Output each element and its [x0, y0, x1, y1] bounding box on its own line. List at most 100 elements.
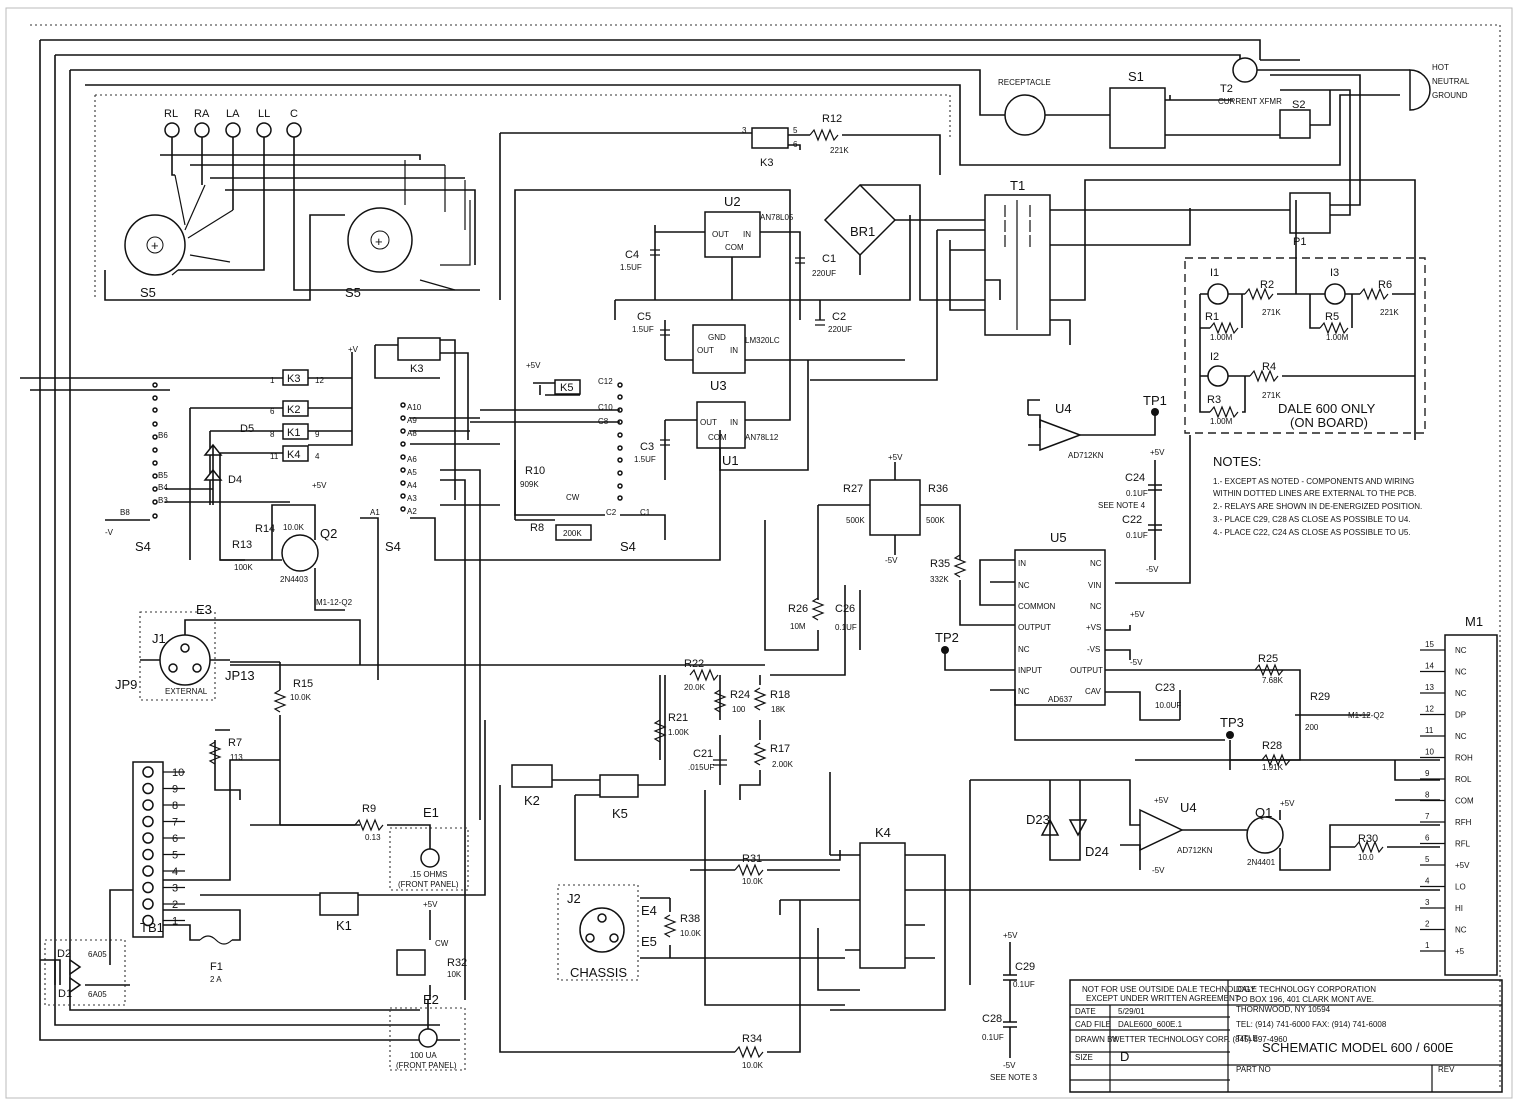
terminal-ra-label: RA: [194, 108, 210, 120]
c26-value: 0.1UF: [835, 623, 857, 632]
r3-value: 1.00M: [1210, 417, 1233, 426]
u4-top-group: U4 AD712KN TP1 C24 0.1UF SEE NOTE 4 C22 …: [1027, 393, 1191, 584]
svg-text:+: +: [375, 234, 383, 249]
hot-label: HOT: [1432, 63, 1449, 72]
svg-text:B3: B3: [158, 496, 168, 505]
t2-coil: [1232, 57, 1258, 83]
tb1-terminal-screw: [142, 799, 154, 811]
svg-text:11: 11: [270, 452, 279, 461]
m1-pin-name: LO: [1455, 883, 1466, 892]
d2-diode: [69, 958, 82, 976]
r2-label: R2: [1260, 279, 1274, 291]
r12-label: R12: [822, 113, 842, 125]
c22-note: SEE NOTE 4: [1098, 501, 1146, 510]
svg-text:VIN: VIN: [1088, 581, 1102, 590]
c5-label: C5: [637, 311, 651, 323]
k4-group: K4: [779, 772, 1440, 1011]
terminal-rl: RL: [164, 108, 180, 176]
tb1-terminal-screw: [142, 832, 154, 844]
k1-label: K1: [336, 918, 352, 933]
k3-lower-relay: [397, 337, 441, 361]
notice-2: EXCEPT UNDER WRITTEN AGREEMENT: [1086, 994, 1240, 1003]
c22-value: 0.1UF: [1126, 531, 1148, 540]
r26-label: R26: [788, 603, 808, 615]
r30-label: R30: [1358, 833, 1378, 845]
note-2: 2.- RELAYS ARE SHOWN IN DE-ENERGIZED POS…: [1213, 502, 1422, 511]
svg-text:-5V: -5V: [1152, 866, 1165, 875]
c5-value: 1.5UF: [632, 325, 654, 334]
r8-potentiometer: [555, 524, 592, 541]
c23-label: C23: [1155, 682, 1175, 694]
u4-bottom-label: U4: [1180, 800, 1197, 815]
r28-value: 1.91K: [1262, 763, 1284, 772]
tb1-terminal-screw: [142, 865, 154, 877]
svg-text:CAV: CAV: [1085, 687, 1102, 696]
i2-lamp: [1207, 365, 1229, 387]
r7-label: R7: [228, 737, 242, 749]
svg-text:A10: A10: [407, 403, 422, 412]
tb1-pin-number: 6: [172, 833, 178, 845]
svg-text:A6: A6: [407, 455, 417, 464]
svg-text:OUTPUT: OUTPUT: [1018, 623, 1051, 632]
s4-right-group: K5 +5V C12 C10 C8 C2 C1 S4 R10 909K R8 2…: [470, 361, 666, 554]
r1-label: R1: [1205, 311, 1219, 323]
front-input-group: J1 EXTERNAL E3 JP9 JP13 R15 10.0K R22 20…: [115, 602, 794, 826]
bottom-switching-group: K2 K5 R31 10.0K R34 10.0K J2 CHASSIS E4 …: [499, 675, 845, 1070]
svg-text:NC: NC: [1018, 645, 1030, 654]
i3-lamp: [1324, 283, 1346, 305]
s4-right-contacts: [617, 382, 623, 501]
e1-terminal: [420, 848, 440, 868]
r17-label: R17: [770, 743, 790, 755]
partno-label: PART NO: [1236, 1065, 1271, 1074]
svg-text:+5V: +5V: [1280, 799, 1295, 808]
m1-pin-name: HI: [1455, 904, 1463, 913]
c28-value: 0.1UF: [982, 1033, 1004, 1042]
svg-text:+5V: +5V: [1003, 931, 1018, 940]
q1-transistor: [1246, 816, 1284, 854]
f1-label: F1: [210, 961, 223, 973]
d2-label: D2: [57, 948, 71, 960]
i1-label: I1: [1210, 267, 1219, 279]
s2-label: S2: [1292, 99, 1305, 111]
r4-value: 271K: [1262, 391, 1281, 400]
c1-label: C1: [822, 253, 836, 265]
svg-text:K1: K1: [287, 427, 300, 439]
r31-value: 10.0K: [742, 877, 764, 886]
date-label: DATE: [1075, 1007, 1096, 1016]
j2-dotted-box: [557, 884, 639, 981]
f1-value: 2 A: [210, 975, 222, 984]
s4-middle-group: K3 A10 A9 A8 A6 A5 A4 A3 A2 A1 S4: [360, 337, 721, 1000]
svg-text:3: 3: [742, 126, 747, 135]
s4-mid-label: S4: [385, 539, 401, 554]
r10-value: 909K: [520, 480, 539, 489]
r21-value: 1.00K: [668, 728, 690, 737]
u2-label: U2: [724, 194, 741, 209]
i3-label: I3: [1330, 267, 1339, 279]
e4-label: E4: [641, 903, 657, 918]
tb1-pin-number: 9: [172, 784, 178, 796]
c1-value: 220UF: [812, 269, 836, 278]
j1-dotted-box: [139, 611, 216, 701]
d1-label: D1: [58, 988, 72, 1000]
j2-label: J2: [567, 891, 581, 906]
f1-fuse: [199, 935, 233, 945]
r13-label: R13: [232, 539, 252, 551]
tb1-terminal-screw: [142, 898, 154, 910]
r9-label: R9: [362, 803, 376, 815]
r15-value: 10.0K: [290, 693, 312, 702]
svg-text:K3: K3: [287, 373, 300, 385]
terminal-ra: RA: [194, 108, 210, 185]
rev-label: REV: [1438, 1065, 1455, 1074]
tp3-point: [1226, 731, 1234, 739]
r12-resistor: [809, 128, 839, 142]
jp13-label: JP13: [225, 668, 255, 683]
s5-left-wafer: [124, 214, 186, 276]
svg-text:-5V: -5V: [1130, 658, 1143, 667]
panel-meter-group: R9 0.13 E1 .15 OHMS (FRONT PANEL) K1 +5V…: [200, 720, 486, 1071]
svg-text:+5V: +5V: [423, 900, 438, 909]
power-plug-icon: [1409, 69, 1431, 111]
r2-value: 271K: [1262, 308, 1281, 317]
svg-text:INPUT: INPUT: [1018, 666, 1042, 675]
dale-600-title: DALE 600 ONLY: [1278, 401, 1376, 416]
